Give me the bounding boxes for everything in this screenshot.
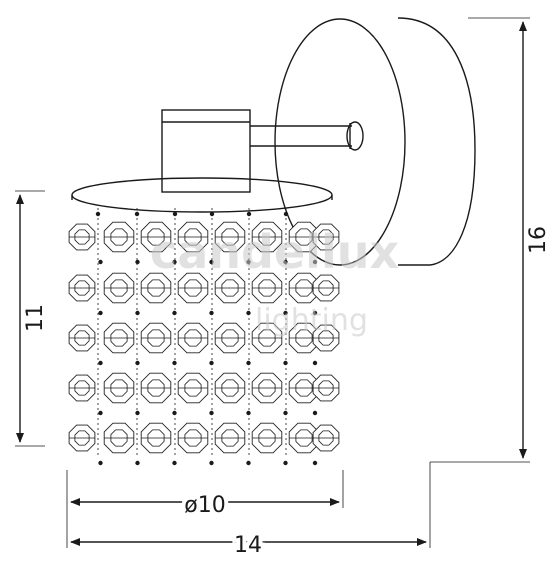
crystal-link-bead xyxy=(283,410,288,416)
crystal-facet xyxy=(318,330,334,346)
watermark: candellux lighting xyxy=(150,225,399,338)
crystal-link-bead xyxy=(172,410,177,416)
crystal-facet xyxy=(318,229,334,245)
crystal-hook xyxy=(134,211,140,217)
crystal-link-bead xyxy=(209,310,214,316)
crystal-facet xyxy=(184,279,202,297)
crystal-link-bead xyxy=(209,460,214,466)
crystal-facet xyxy=(74,280,90,296)
crystal-facet xyxy=(147,329,165,347)
dimension-total-height: 16 xyxy=(430,17,551,463)
crystal-facet xyxy=(184,329,202,347)
crystal-link-bead xyxy=(98,310,103,316)
crystal-facet xyxy=(295,279,313,297)
crystal-hook xyxy=(246,211,252,217)
crystal-facet xyxy=(318,430,334,446)
crystal-facet xyxy=(110,279,128,297)
crystal-facet xyxy=(147,228,165,246)
crystal-link-bead xyxy=(246,460,251,466)
crystal-link-bead xyxy=(98,259,103,265)
crystal-facet xyxy=(147,379,165,397)
crystal-link-bead xyxy=(246,310,251,316)
dimension-diameter: ø10 xyxy=(66,470,344,548)
crystal-link-bead xyxy=(283,360,288,366)
crystal-facet xyxy=(74,430,90,446)
crystal-link-bead xyxy=(209,259,214,265)
crystal-link-bead xyxy=(312,460,318,466)
crystal-link-bead xyxy=(135,259,140,265)
crystal-facet xyxy=(74,229,90,245)
crystal-facet xyxy=(147,279,165,297)
crystal-facet xyxy=(258,329,276,347)
total-height-label: 16 xyxy=(526,226,551,254)
crystal-facet xyxy=(221,279,239,297)
crystal-link-bead xyxy=(98,460,103,466)
crystal-link-bead xyxy=(172,310,177,316)
lamp-arm xyxy=(250,121,364,151)
lamp-socket xyxy=(161,109,251,193)
crystal-link-bead xyxy=(209,360,214,366)
width-label: 14 xyxy=(234,533,262,558)
crystal-facet xyxy=(258,429,276,447)
dimension-width: 14 xyxy=(70,462,431,562)
crystal-facet xyxy=(221,379,239,397)
crystal-facet xyxy=(110,329,128,347)
crystal-link-bead xyxy=(246,259,251,265)
crystal-facet xyxy=(110,429,128,447)
crystal-facet xyxy=(147,429,165,447)
crystal-link-bead xyxy=(312,310,318,316)
crystal-link-bead xyxy=(283,460,288,466)
crystal-link-bead xyxy=(172,259,177,265)
crystal-link-bead xyxy=(98,360,103,366)
crystal-link-bead xyxy=(312,410,318,416)
crystal-facet xyxy=(184,379,202,397)
shade-height-label: 11 xyxy=(23,304,48,332)
wall-plate xyxy=(274,17,476,266)
crystal-facet xyxy=(295,228,313,246)
crystal-facet xyxy=(221,329,239,347)
crystal-link-bead xyxy=(246,410,251,416)
diameter-label: ø10 xyxy=(184,493,225,518)
crystal-link-bead xyxy=(135,360,140,366)
watermark-line2: lighting xyxy=(255,303,368,338)
crystal-link-bead xyxy=(135,460,140,466)
crystal-facet xyxy=(258,279,276,297)
crystal-facet xyxy=(74,380,90,396)
crystal-facet xyxy=(295,379,313,397)
crystal-facet xyxy=(258,379,276,397)
dimension-shade-height: 11 xyxy=(15,190,48,447)
watermark-line1: candellux xyxy=(150,225,399,279)
crystal-hook xyxy=(209,211,215,217)
crystal-facet xyxy=(221,228,239,246)
crystal-facet xyxy=(295,429,313,447)
crystal-link-bead xyxy=(98,410,103,416)
crystal-facet xyxy=(184,228,202,246)
crystal-hook xyxy=(95,211,101,217)
crystal-link-bead xyxy=(246,360,251,366)
crystal-link-bead xyxy=(172,360,177,366)
crystal-facet xyxy=(258,228,276,246)
crystal-facet xyxy=(318,380,334,396)
crystal-hook xyxy=(283,211,289,217)
crystal-link-bead xyxy=(312,360,318,366)
shade-top-plate xyxy=(71,177,333,213)
crystal-facet xyxy=(318,280,334,296)
crystal-facet xyxy=(74,330,90,346)
crystal-link-bead xyxy=(312,259,318,265)
crystal-facet xyxy=(295,329,313,347)
crystal-shade xyxy=(68,208,340,466)
crystal-facet xyxy=(221,429,239,447)
crystal-facet xyxy=(110,379,128,397)
crystal-link-bead xyxy=(135,410,140,416)
crystal-link-bead xyxy=(135,310,140,316)
crystal-link-bead xyxy=(283,259,288,265)
crystal-facet xyxy=(184,429,202,447)
crystal-link-bead xyxy=(209,410,214,416)
crystal-link-bead xyxy=(172,460,177,466)
crystal-hook xyxy=(172,211,178,217)
crystal-link-bead xyxy=(283,310,288,316)
crystal-facet xyxy=(110,228,128,246)
